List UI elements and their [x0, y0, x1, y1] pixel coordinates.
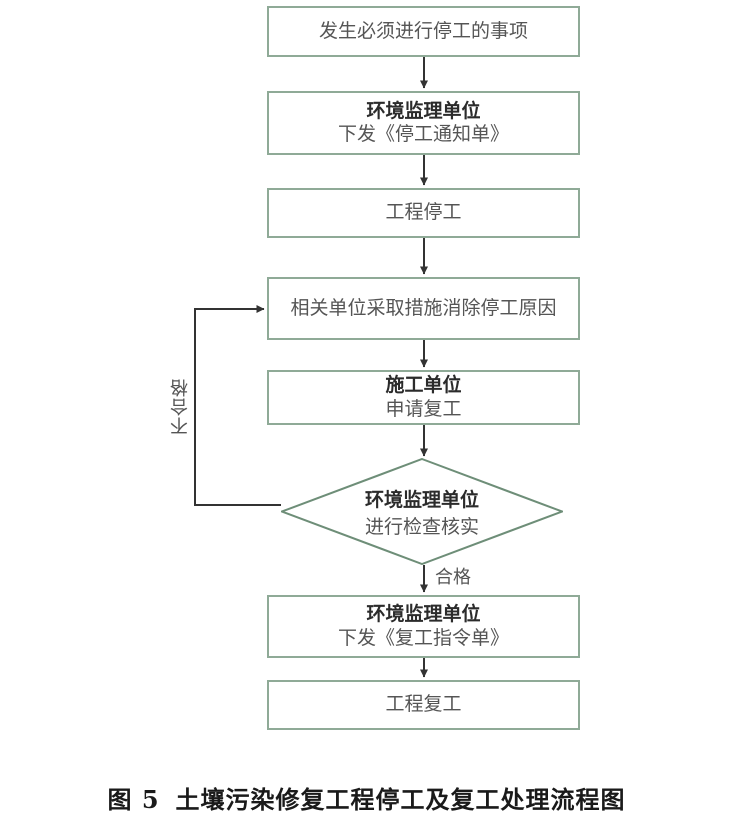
node-project-resumed[interactable]: 工程复工: [267, 680, 580, 730]
node-text-line2: 申请复工: [385, 397, 462, 420]
node-text-line2: 进行检查核实: [364, 515, 479, 538]
node-text: 发生必须进行停工的事项: [318, 19, 528, 42]
figure-caption: 图 5 土壤污染修复工程停工及复工处理流程图: [0, 780, 733, 815]
node-text: 相关单位采取措施消除停工原因: [290, 297, 557, 320]
figure-title: 土壤污染修复工程停工及复工处理流程图: [175, 785, 626, 814]
node-text-line2: 下发《复工指令单》: [337, 626, 509, 649]
edge-label-pass: 合格: [435, 567, 471, 588]
node-text: 工程停工: [385, 201, 462, 224]
node-text: 工程复工: [385, 693, 462, 716]
node-text-line1: 环境监理单位: [366, 99, 481, 122]
node-project-stopped[interactable]: 工程停工: [267, 188, 580, 238]
edge-label-fail: 不合格: [170, 378, 191, 435]
node-shutdown-event[interactable]: 发生必须进行停工的事项: [267, 6, 580, 57]
node-supervisor-issue-resume-order[interactable]: 环境监理单位 下发《复工指令单》: [267, 595, 580, 658]
node-text-line1: 施工单位: [385, 374, 462, 397]
node-text-line2: 下发《停工通知单》: [337, 123, 509, 145]
node-supervisor-issue-stop-notice[interactable]: 环境监理单位 下发《停工通知单》: [267, 91, 580, 155]
node-text-line1: 环境监理单位: [366, 603, 481, 626]
diamond-shape: [281, 458, 563, 565]
figure-number: 图 5: [107, 785, 160, 814]
node-text-line1: 环境监理单位: [364, 488, 479, 511]
node-contractor-apply-resume[interactable]: 施工单位 申请复工: [267, 370, 580, 425]
node-supervisor-inspection-decision[interactable]: 环境监理单位 进行检查核实: [281, 458, 563, 565]
node-remove-stop-cause[interactable]: 相关单位采取措施消除停工原因: [267, 277, 580, 340]
